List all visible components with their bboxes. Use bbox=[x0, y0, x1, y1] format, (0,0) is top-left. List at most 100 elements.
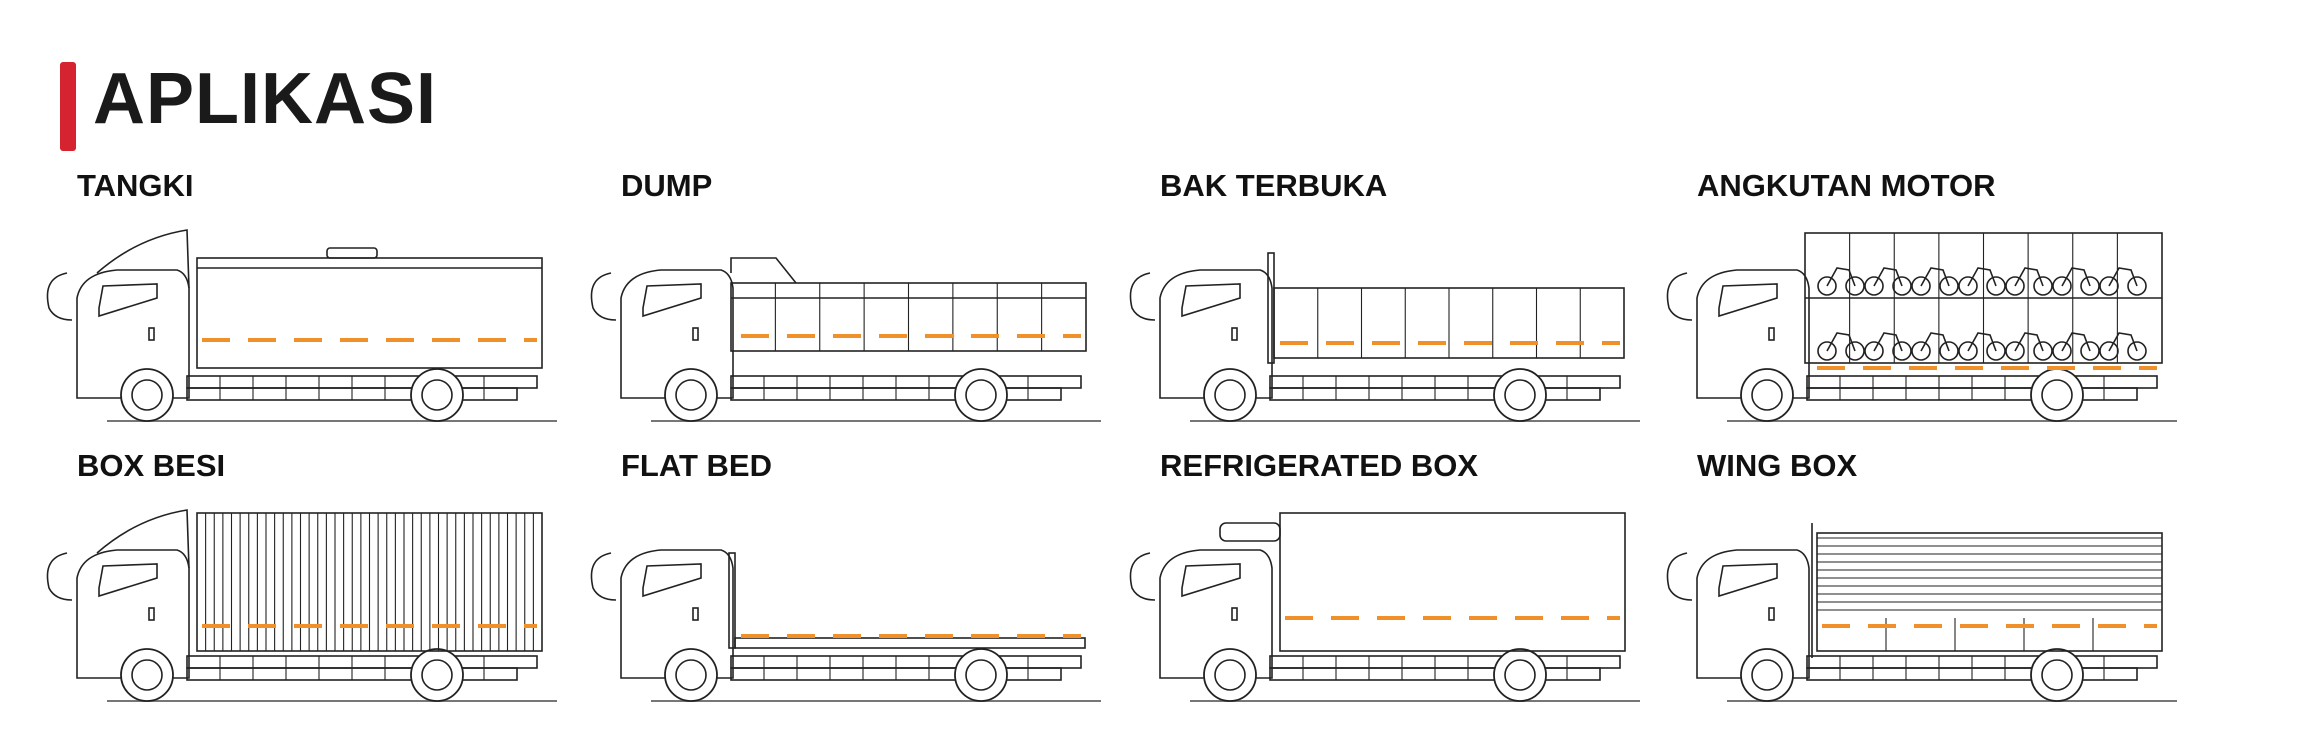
motorcycle-wheel bbox=[2080, 341, 2100, 361]
truck bbox=[46, 229, 557, 422]
motorcycle-wheel bbox=[2099, 341, 2119, 361]
truck-illustration-motor bbox=[1666, 232, 2177, 422]
motorcycle-wheel bbox=[2052, 341, 2072, 361]
front-wheel bbox=[1740, 648, 1794, 702]
front-wheel-hub bbox=[131, 379, 163, 411]
roof-deflector bbox=[96, 229, 190, 289]
truck bbox=[1129, 512, 1640, 702]
motorcycle-wheel bbox=[1939, 276, 1959, 296]
refrigeration-unit bbox=[1219, 522, 1281, 542]
cab-outline bbox=[1696, 269, 1810, 399]
motorcycle-wheel bbox=[1911, 276, 1931, 296]
motorcycle-wheel bbox=[1939, 341, 1959, 361]
door-handle bbox=[1231, 327, 1238, 341]
application-label: FLAT BED bbox=[621, 448, 772, 483]
motorcycle-frame bbox=[2108, 267, 2138, 287]
motorcycle-wheel bbox=[1892, 341, 1912, 361]
door-handle bbox=[1768, 327, 1775, 341]
motorcycle-wheel bbox=[1958, 276, 1978, 296]
front-wheel-hub bbox=[675, 659, 707, 691]
front-wheel bbox=[120, 648, 174, 702]
door-handle bbox=[1231, 607, 1238, 621]
truck-illustration-dump bbox=[590, 257, 1101, 422]
front-wheel bbox=[664, 648, 718, 702]
truck bbox=[1666, 523, 2177, 702]
mirror bbox=[1666, 552, 1693, 601]
application-label: DUMP bbox=[621, 168, 713, 203]
truck-body-box bbox=[196, 512, 543, 652]
application-reefer: REFRIGERATED BOX bbox=[1120, 448, 1660, 718]
application-motor: ANGKUTAN MOTOR bbox=[1657, 168, 2197, 438]
motorcycle-wheel bbox=[1892, 276, 1912, 296]
rear-wheel bbox=[1493, 368, 1547, 422]
headboard bbox=[728, 552, 736, 649]
front-wheel-hub bbox=[1751, 379, 1783, 411]
truck bbox=[1129, 252, 1640, 422]
mirror bbox=[1129, 272, 1156, 321]
motorcycle-wheel bbox=[1986, 276, 2006, 296]
motorcycle-frame bbox=[1920, 267, 1950, 287]
rear-wheel bbox=[1493, 648, 1547, 702]
application-box: BOX BESI bbox=[37, 448, 577, 718]
front-wheel bbox=[664, 368, 718, 422]
truck-body-open bbox=[1267, 252, 1625, 364]
motorcycle-wheel bbox=[2099, 276, 2119, 296]
front-wheel bbox=[1203, 368, 1257, 422]
rear-wheel-hub bbox=[2041, 659, 2073, 691]
motorcycle-wheel bbox=[2127, 341, 2147, 361]
door-handle bbox=[692, 327, 699, 341]
cab-outline bbox=[1696, 549, 1810, 679]
heading-accent-bar bbox=[60, 62, 76, 151]
roof-deflector bbox=[96, 509, 190, 569]
rear-wheel-hub bbox=[965, 379, 997, 411]
application-label: ANGKUTAN MOTOR bbox=[1697, 168, 1996, 203]
cab-outline bbox=[620, 269, 734, 399]
motorcycle-wheel bbox=[1864, 341, 1884, 361]
cab-window bbox=[642, 563, 702, 598]
truck-illustration-wing bbox=[1666, 523, 2177, 702]
page-title: APLIKASI bbox=[93, 59, 438, 139]
truck bbox=[590, 257, 1101, 422]
motorcycle-frame bbox=[2014, 267, 2044, 287]
motorcycle-wheel bbox=[2052, 276, 2072, 296]
truck-cab bbox=[1129, 549, 1273, 679]
front-wheel-hub bbox=[131, 659, 163, 691]
rear-wheel bbox=[410, 368, 464, 422]
motorcycle-frame bbox=[1826, 267, 1856, 287]
rear-wheel-hub bbox=[2041, 379, 2073, 411]
motorcycle-wheel bbox=[1817, 276, 1837, 296]
motorcycle-wheel bbox=[1845, 276, 1865, 296]
truck-body-tank bbox=[196, 247, 543, 369]
application-tank: TANGKI bbox=[37, 168, 577, 438]
front-wheel bbox=[120, 368, 174, 422]
door-handle bbox=[148, 607, 155, 621]
truck-illustration-tank bbox=[46, 229, 557, 422]
rear-wheel bbox=[2030, 368, 2084, 422]
door-handle bbox=[1768, 607, 1775, 621]
truck-cab bbox=[1666, 549, 1810, 679]
headboard-post bbox=[1267, 252, 1275, 364]
motorcycle-wheel bbox=[1845, 341, 1865, 361]
tank-hatch bbox=[326, 247, 378, 259]
rear-wheel-hub bbox=[1504, 379, 1536, 411]
motorcycle-frame bbox=[1873, 267, 1903, 287]
application-label: BOX BESI bbox=[77, 448, 226, 483]
flat-deck bbox=[734, 637, 1086, 649]
motorcycle-wheel bbox=[2080, 276, 2100, 296]
application-dump: DUMP bbox=[581, 168, 1121, 438]
truck-illustration-box bbox=[46, 509, 557, 702]
front-wheel bbox=[1203, 648, 1257, 702]
cab-window bbox=[1718, 283, 1778, 318]
cab-guard bbox=[730, 257, 797, 284]
wing-box bbox=[1816, 532, 2163, 652]
cab-window bbox=[1718, 563, 1778, 598]
rear-wheel bbox=[410, 648, 464, 702]
application-label: WING BOX bbox=[1697, 448, 1858, 483]
rear-wheel-hub bbox=[1504, 659, 1536, 691]
motorcycle-wheel bbox=[1864, 276, 1884, 296]
motorcycle-wheel bbox=[1911, 341, 1931, 361]
front-wheel-hub bbox=[675, 379, 707, 411]
motorcycle-frame bbox=[1920, 332, 1950, 352]
truck-cab bbox=[1666, 269, 1810, 399]
tank-shell bbox=[196, 257, 543, 369]
